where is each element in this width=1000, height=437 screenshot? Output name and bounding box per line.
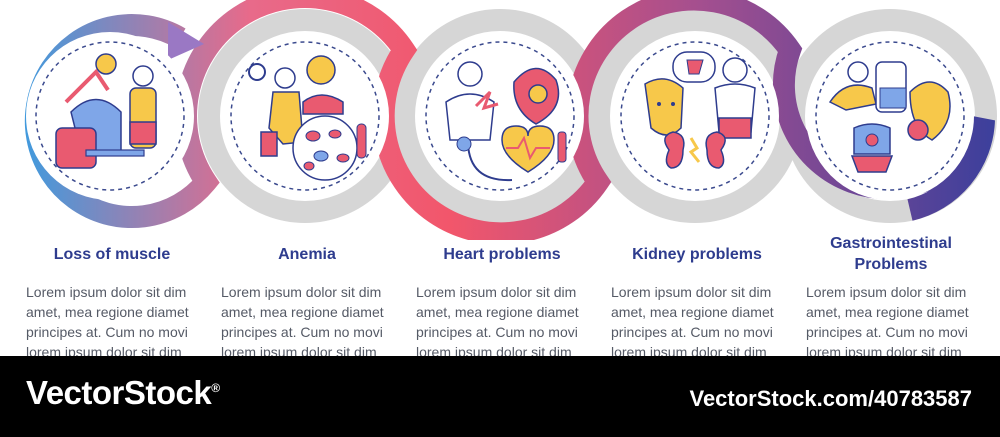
heart-problems-icon bbox=[425, 41, 575, 191]
step-1-circle bbox=[26, 32, 194, 200]
step-5-circle bbox=[806, 32, 974, 200]
step-5-title: Gastrointestinal Problems bbox=[830, 235, 952, 273]
step-2-circle bbox=[221, 32, 389, 200]
watermark-bar: VectorStock® VectorStock.com/40783587 bbox=[0, 356, 1000, 437]
image-id-text: VectorStock.com/40783587 bbox=[689, 386, 972, 411]
kidney-problems-icon bbox=[620, 41, 770, 191]
step-3-description: Lorem ipsum dolor sit dim amet, mea regi… bbox=[416, 284, 579, 356]
gastrointestinal-icon bbox=[815, 41, 965, 191]
muscle-loss-icon bbox=[35, 41, 185, 191]
step-4-description: Lorem ipsum dolor sit dim amet, mea regi… bbox=[611, 284, 774, 356]
brand-logo: VectorStock® bbox=[26, 374, 220, 412]
step-3-title: Heart problems bbox=[443, 246, 561, 263]
step-4-title: Kidney problems bbox=[632, 246, 762, 263]
step-5-description: Lorem ipsum dolor sit dim amet, mea regi… bbox=[806, 284, 969, 356]
step-4-circle bbox=[611, 32, 779, 200]
brand-mark: ® bbox=[211, 381, 220, 395]
step-3-circle bbox=[416, 32, 584, 200]
anemia-icon bbox=[230, 41, 380, 191]
brand-name: VectorStock bbox=[26, 374, 212, 411]
step-2-description: Lorem ipsum dolor sit dim amet, mea regi… bbox=[221, 284, 384, 356]
step-1-title: Loss of muscle bbox=[53, 246, 171, 263]
step-1-description: Lorem ipsum dolor sit dim amet, mea regi… bbox=[26, 284, 189, 356]
step-2-title: Anemia bbox=[278, 246, 336, 263]
